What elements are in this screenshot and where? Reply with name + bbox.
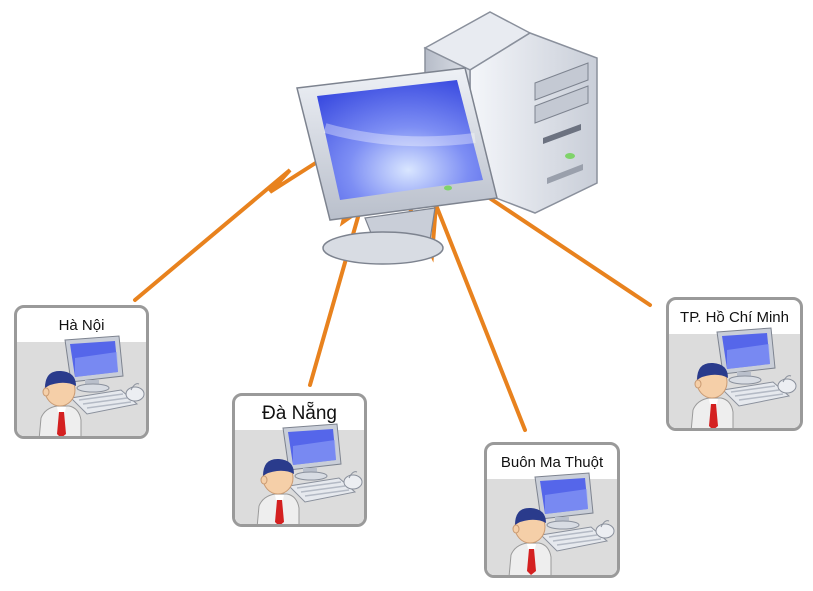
node-label: Đà Nẵng — [262, 403, 337, 424]
user-at-computer-icon — [687, 326, 797, 428]
user-at-computer-icon — [505, 471, 615, 575]
user-at-computer-icon — [253, 422, 363, 524]
node-hcm: TP. Hồ Chí Minh — [666, 297, 803, 431]
monitor-screen — [317, 80, 483, 200]
monitor-stand — [322, 231, 444, 265]
node-danang: Đà Nẵng — [232, 393, 367, 527]
desktop-server-icon — [296, 11, 598, 265]
node-label: TP. Hồ Chí Minh — [680, 309, 789, 326]
user-at-computer-icon — [35, 334, 145, 436]
tower-power-led — [565, 153, 575, 159]
tower-drive-bay — [534, 62, 589, 101]
node-label: Buôn Ma Thuột — [500, 454, 604, 471]
node-label: Hà Nội — [58, 317, 105, 334]
link-hanoi — [133, 134, 360, 302]
node-buonmathuot: Buôn Ma Thuột — [484, 442, 620, 578]
monitor-led — [444, 185, 452, 191]
node-hanoi: Hà Nội — [14, 305, 149, 439]
